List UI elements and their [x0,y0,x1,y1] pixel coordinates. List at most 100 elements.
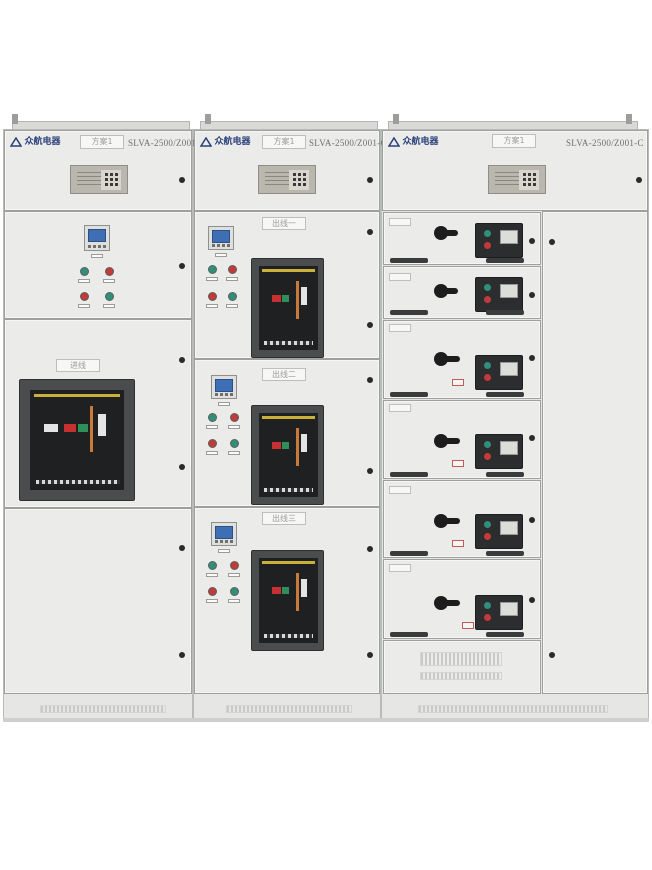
lifting-lug-middle [205,114,211,124]
door-lock-icon[interactable] [367,377,373,383]
red-push-button[interactable] [208,439,217,448]
drawer-2-tag [389,273,411,281]
right-nameplate [488,165,546,194]
door-lock-icon[interactable] [179,464,185,470]
door-lock-icon[interactable] [529,355,535,361]
drawer-6-tag [389,564,411,572]
brand-logo-icon [200,136,212,147]
green-push-button[interactable] [230,439,239,448]
door-lock-icon[interactable] [179,177,185,183]
meter-label-plate [91,254,103,258]
meter-screen [215,379,233,392]
main-air-circuit-breaker[interactable] [19,379,135,501]
middle-top-tag: 方案1 [262,135,306,149]
drawer-2-handle[interactable] [486,310,524,315]
right-small-vent [420,652,502,666]
drawer-2-handle[interactable] [390,310,428,315]
lamp-label-plate [226,277,238,281]
drawer-5-label [452,540,464,547]
drawer-6-handle[interactable] [486,632,524,637]
door-lock-icon[interactable] [367,322,373,328]
green-indicator-lamp [208,561,217,570]
qr-code-icon [519,170,539,190]
lifting-lug-left [12,114,18,124]
door-lock-icon[interactable] [179,357,185,363]
right-brand: 众航电器 [388,134,439,147]
door-lock-icon[interactable] [179,652,185,658]
middle-section-tag-3: 出线三 [262,512,306,525]
red-push-button[interactable] [80,292,89,301]
lamp-label-plate [206,573,218,577]
door-lock-icon[interactable] [636,177,642,183]
drawer-5-meter [475,514,523,549]
door-lock-icon[interactable] [367,652,373,658]
red-push-button[interactable] [208,292,217,301]
door-lock-icon[interactable] [529,238,535,244]
door-lock-icon[interactable] [529,517,535,523]
left-model-label: SLVA-2500/Z001-C [128,138,206,148]
red-indicator-lamp [105,267,114,276]
door-lock-icon[interactable] [179,263,185,269]
door-lock-icon[interactable] [529,435,535,441]
button-label-plate [206,451,218,455]
door-lock-icon[interactable] [367,546,373,552]
meter-screen [212,230,230,243]
middle-section-tag-2: 出线二 [262,368,306,381]
green-push-button[interactable] [105,292,114,301]
drawer-3-tag [389,324,411,332]
drawer-5-handle[interactable] [390,551,428,556]
middle-model-label: SLVA-2500/Z001-C [309,138,387,148]
door-lock-icon[interactable] [367,229,373,235]
door-lock-icon[interactable] [529,292,535,298]
button-label-plate [206,599,218,603]
right-model-label: SLVA-2500/Z001-C [566,138,644,148]
left-top-tag: 方案1 [80,135,124,149]
qr-code-icon [289,170,309,190]
drawer-5-handle[interactable] [486,551,524,556]
brand-logo-icon [10,136,22,147]
door-lock-icon[interactable] [367,468,373,474]
feeder-2-circuit-breaker[interactable] [251,405,324,505]
drawer-3-label [452,379,464,386]
drawer-3-meter [475,355,523,390]
drawer-4-handle[interactable] [390,472,428,477]
green-indicator-lamp [80,267,89,276]
feeder-1-circuit-breaker[interactable] [251,258,324,358]
brand-logo-icon [388,136,400,147]
lamp-label-plate [206,425,218,429]
door-lock-icon[interactable] [549,239,555,245]
door-lock-icon[interactable] [529,597,535,603]
door-lock-icon[interactable] [179,545,185,551]
red-push-button[interactable] [208,587,217,596]
door-lock-icon[interactable] [549,652,555,658]
green-indicator-lamp [208,265,217,274]
cabinet-plinth [3,718,649,722]
lamp-label-plate [228,573,240,577]
button-label-plate [206,304,218,308]
green-push-button[interactable] [230,587,239,596]
feeder-3-circuit-breaker[interactable] [251,550,324,651]
right-small-vent [420,672,502,680]
green-push-button[interactable] [228,292,237,301]
drawer-3-handle[interactable] [486,392,524,397]
drawer-6-handle[interactable] [390,632,428,637]
drawer-1-handle[interactable] [390,258,428,263]
feeder-1-power-meter [208,226,234,250]
meter-label-plate [218,549,230,553]
meter-screen [215,526,233,539]
drawer-1-handle[interactable] [486,258,524,263]
drawer-4-meter [475,434,523,469]
lifting-lug-right [393,114,399,124]
door-lock-icon[interactable] [367,177,373,183]
middle-brand-label: 众航电器 [214,136,251,146]
drawer-3-handle[interactable] [390,392,428,397]
meter-label-plate [218,402,230,406]
lifting-lug-far-right [626,114,632,124]
drawer-4-tag [389,404,411,412]
right-bottom-panel [383,640,541,694]
left-brand: 众航电器 [10,134,61,147]
feeder-3-power-meter [211,522,237,546]
red-indicator-lamp [230,561,239,570]
drawer-1-tag [389,218,411,226]
drawer-4-handle[interactable] [486,472,524,477]
